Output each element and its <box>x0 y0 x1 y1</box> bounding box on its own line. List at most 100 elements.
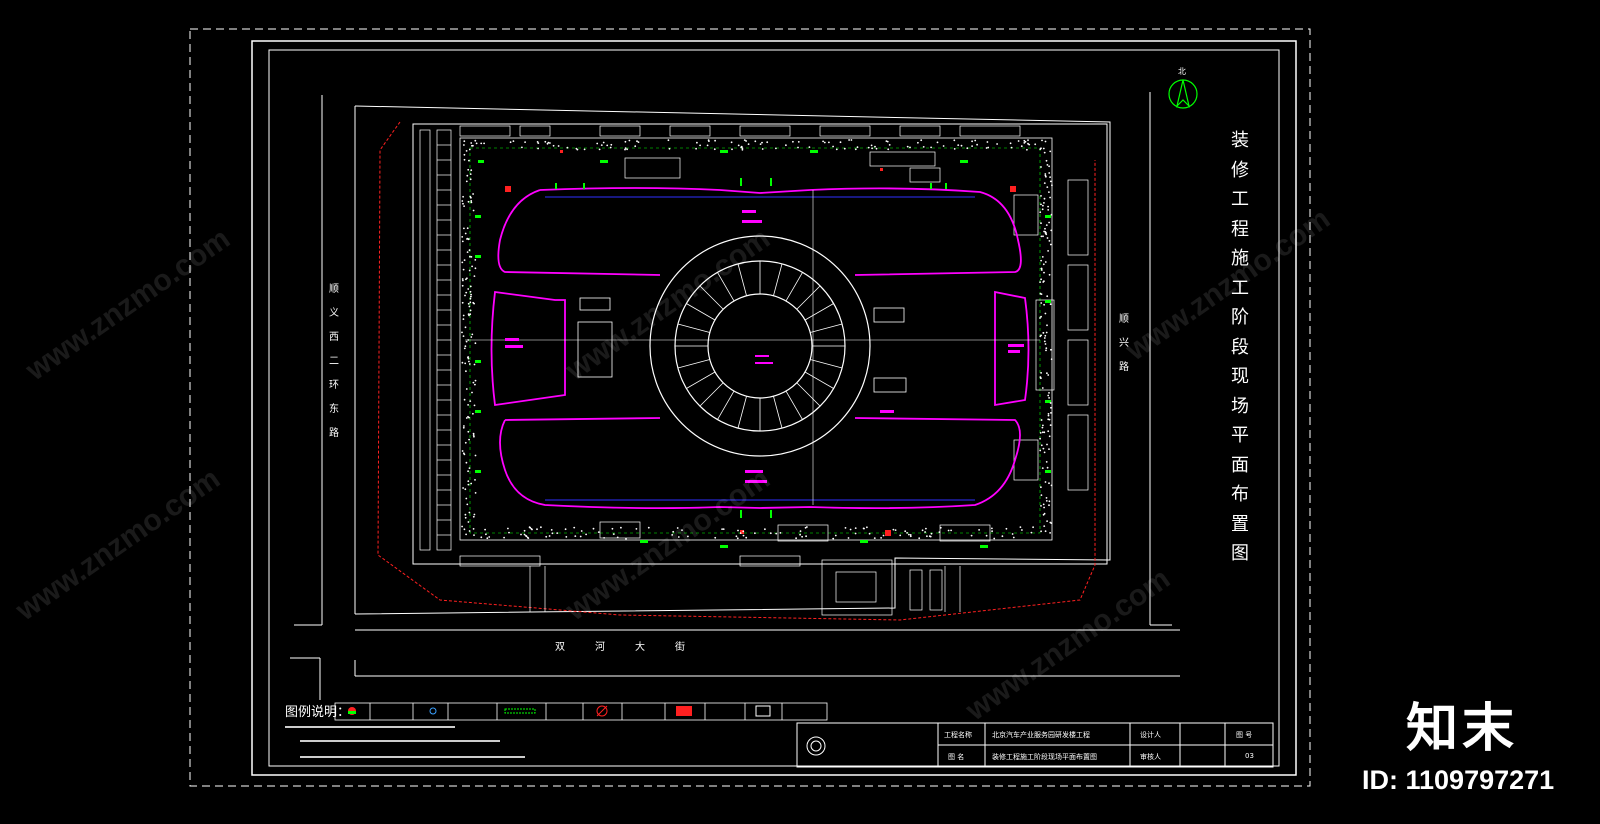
drawing-title: 装修工程施工阶段现场平面布置图 <box>1225 126 1255 569</box>
legend-notes <box>285 726 525 758</box>
tree-dot <box>556 532 559 534</box>
tree-dot <box>603 537 605 539</box>
tree-dot <box>843 147 846 150</box>
tree-dot <box>1046 186 1049 189</box>
tree-dot <box>463 140 466 143</box>
road-east-char: 路 <box>1119 362 1129 373</box>
tree-dot <box>472 209 475 212</box>
tree-dot <box>470 142 473 144</box>
tree-dot <box>474 259 477 261</box>
tree-dot <box>475 142 478 145</box>
tree-dot <box>1040 505 1042 507</box>
tree-dot <box>472 515 475 518</box>
tree-dot <box>503 536 505 539</box>
tree-dot <box>1042 235 1044 238</box>
seating-spoke <box>785 390 803 420</box>
tree-dot <box>806 526 808 528</box>
tree-dot <box>672 530 675 533</box>
tree-dot <box>467 470 469 473</box>
tree-dot <box>1046 466 1049 469</box>
tree-dot <box>741 147 744 150</box>
tree-dot <box>1050 484 1053 487</box>
tree-dot <box>1041 256 1044 258</box>
tree-dot <box>1050 213 1053 216</box>
tree-dot <box>529 526 532 529</box>
drawing-title-char: 阶 <box>1231 307 1249 328</box>
tree-dot <box>1042 147 1045 150</box>
tree-dot <box>474 342 477 345</box>
tree-dot <box>721 528 723 530</box>
tree-dot <box>485 533 487 536</box>
tree-dot <box>714 536 717 539</box>
tree-dot <box>470 293 472 296</box>
tree-dot <box>1021 529 1023 531</box>
tree-dot <box>583 148 586 151</box>
tree-dot <box>993 537 996 540</box>
tree-dot <box>1044 140 1047 143</box>
tree-dot <box>466 503 469 506</box>
tree-dot <box>1040 235 1043 238</box>
tree-dot <box>976 143 978 146</box>
tree-dot <box>467 356 470 358</box>
tree-dot <box>848 139 850 141</box>
tree-dot <box>606 144 609 147</box>
tree-dot <box>779 532 782 534</box>
tree-dot <box>885 140 888 143</box>
tree-dot <box>468 360 470 363</box>
tree-dot <box>1040 302 1043 304</box>
tree-dot <box>894 529 897 531</box>
tree-dot <box>1047 414 1050 417</box>
tree-dot <box>598 148 601 151</box>
tree-dot <box>676 527 679 529</box>
road-west-char: 义 <box>329 308 339 319</box>
tree-dot <box>966 147 969 150</box>
tree-dot <box>464 488 467 491</box>
tree-dot <box>739 532 742 534</box>
road-west-char: 东 <box>329 404 339 415</box>
tree-dot <box>1040 278 1042 281</box>
tree-dot <box>580 530 583 532</box>
tree-dot <box>764 528 766 531</box>
tree-dot <box>470 196 472 199</box>
tree-dot <box>545 535 548 538</box>
tree-dot <box>1020 145 1023 148</box>
tree-dot <box>537 147 539 150</box>
tree-dot <box>1050 406 1052 409</box>
image-id: ID: 1109797271 <box>1362 765 1555 795</box>
tree-dot <box>1049 402 1052 404</box>
tree-dot <box>926 535 928 538</box>
tree-dot <box>888 144 891 146</box>
tree-dot <box>1040 293 1043 295</box>
tree-dot <box>612 533 615 535</box>
tree-dot <box>850 139 853 141</box>
tree-dot <box>469 400 472 402</box>
tree-dot <box>761 141 763 144</box>
tree-dot <box>996 143 998 145</box>
tree-dot <box>792 140 794 143</box>
tree-dot <box>1040 166 1042 168</box>
tree-dot <box>1043 303 1045 306</box>
tree-dot <box>1048 435 1051 438</box>
tree-dot <box>745 536 748 539</box>
tree-dot <box>1040 267 1043 270</box>
tree-dot <box>1028 143 1031 146</box>
tree-dot <box>467 404 469 406</box>
tree-dot <box>549 142 551 144</box>
tree-dot <box>1039 148 1042 151</box>
drawing-title-char: 场 <box>1231 395 1249 417</box>
tree-dot <box>474 379 477 382</box>
tree-dot <box>473 363 476 366</box>
tree-dot <box>463 227 465 230</box>
tree-dot <box>871 147 873 150</box>
tree-dot <box>714 139 716 142</box>
tree-dot <box>524 141 526 144</box>
tree-dot <box>474 492 477 494</box>
tree-dot <box>696 141 698 144</box>
tree-dot <box>470 201 473 204</box>
tree-dot <box>462 202 464 205</box>
tree-dot <box>467 313 470 315</box>
tree-dot <box>892 528 895 531</box>
tree-dot <box>754 532 756 535</box>
tree-dot <box>1048 482 1050 485</box>
tree-dot <box>754 140 757 143</box>
